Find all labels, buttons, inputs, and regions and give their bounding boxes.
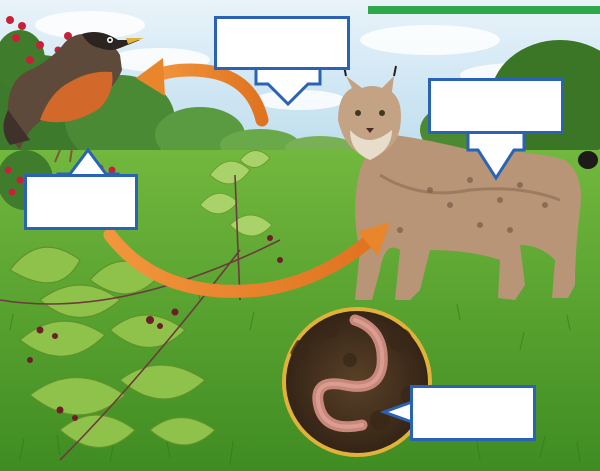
earthworm-inset [284, 309, 430, 455]
top-bar [368, 6, 600, 14]
label-box-left[interactable] [24, 174, 138, 230]
label-box-bottom-right[interactable] [410, 385, 536, 441]
label-box-right[interactable] [428, 78, 564, 134]
label-box-top[interactable] [214, 16, 350, 70]
